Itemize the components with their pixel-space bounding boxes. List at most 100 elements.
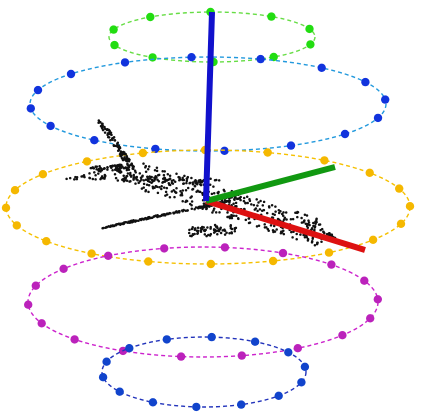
- fuselage-point: [189, 196, 192, 199]
- fuselage-point: [322, 230, 325, 233]
- fuselage-point: [129, 171, 132, 175]
- wing-point: [136, 178, 139, 182]
- tail-fin-point: [124, 152, 127, 156]
- fuselage-point: [223, 189, 226, 193]
- engine-point: [233, 226, 237, 230]
- y-axis: [205, 164, 336, 204]
- fuselage-point: [237, 217, 240, 221]
- wing-point: [94, 178, 97, 181]
- tail-fin-point: [119, 155, 123, 158]
- fuselage-point: [261, 204, 265, 207]
- fuselage-point: [168, 174, 172, 177]
- magenta-ring-viewpoint-dot: [24, 300, 33, 309]
- wing-point: [167, 182, 171, 185]
- green-ring-viewpoint-dot: [109, 25, 118, 34]
- yellow-ring-viewpoint-dot: [12, 221, 21, 230]
- fuselage-point: [163, 170, 166, 173]
- fuselage-point: [284, 211, 288, 214]
- wing-point: [150, 181, 153, 184]
- fuselage-point: [162, 173, 166, 177]
- fuselage-point: [210, 192, 214, 196]
- fuselage-point: [271, 212, 275, 216]
- stabilizer-point: [116, 168, 119, 172]
- wing-point: [194, 206, 198, 209]
- magenta-ring-viewpoint-dot: [220, 243, 230, 252]
- fuselage-point: [166, 172, 170, 176]
- fuselage-point: [132, 173, 136, 177]
- fuselage-point: [282, 218, 286, 221]
- fuselage-point: [269, 224, 273, 227]
- lower-blue-ring-viewpoint-dot: [115, 387, 124, 396]
- green-ring-viewpoint-dot: [146, 12, 155, 22]
- upper-blue-ring-viewpoint-dot: [187, 53, 196, 62]
- stabilizer-point: [111, 165, 114, 168]
- magenta-ring: [24, 243, 382, 361]
- yellow-ring-viewpoint-dot: [368, 235, 378, 244]
- fuselage-point: [318, 223, 322, 226]
- lower-blue-ring-viewpoint-dot: [250, 337, 260, 346]
- fuselage-point: [312, 221, 315, 225]
- wing-point: [163, 180, 167, 183]
- fuselage-point: [181, 178, 184, 182]
- tail-fin-point: [116, 141, 120, 145]
- fuselage-point: [315, 220, 318, 224]
- wing-point: [75, 177, 79, 181]
- engine-point: [213, 223, 217, 227]
- engine-point: [229, 226, 233, 230]
- fuselage-point: [300, 216, 303, 220]
- fuselage-point: [212, 191, 216, 195]
- wing-point: [68, 176, 72, 180]
- fuselage-point: [160, 185, 163, 188]
- wing-point: [130, 219, 133, 222]
- wing-point: [164, 178, 167, 181]
- wing-point: [114, 176, 118, 180]
- magenta-ring-viewpoint-dot: [237, 351, 246, 360]
- wing-point: [188, 181, 192, 185]
- magenta-ring-viewpoint-dot: [360, 276, 369, 285]
- tail-fin-point: [119, 151, 122, 155]
- fuselage-point: [302, 220, 306, 223]
- wing-point: [82, 174, 85, 178]
- fuselage-point: [156, 191, 160, 195]
- fuselage-point: [311, 237, 314, 240]
- fuselage-point: [173, 195, 176, 199]
- fuselage-point: [144, 164, 148, 168]
- fuselage-point: [170, 190, 174, 193]
- wing-point: [75, 175, 79, 179]
- wing-point: [177, 175, 180, 179]
- fuselage-point: [305, 235, 309, 239]
- stabilizer-point: [100, 168, 104, 172]
- stabilizer-point: [130, 162, 133, 165]
- tail-fin-point: [103, 127, 107, 131]
- yellow-ring-viewpoint-dot: [324, 248, 334, 257]
- wing-point: [150, 178, 154, 182]
- fuselage-point: [277, 208, 281, 212]
- engine-point: [193, 227, 197, 231]
- fuselage-point: [127, 168, 131, 171]
- fuselage-point: [245, 195, 249, 199]
- engine-point: [213, 230, 217, 234]
- wing-point: [146, 177, 150, 180]
- fuselage-point: [325, 232, 329, 236]
- fuselage-point: [272, 224, 276, 228]
- wing-point: [178, 210, 181, 213]
- fuselage-point: [234, 201, 238, 205]
- fuselage-point: [164, 190, 168, 194]
- fuselage-point: [153, 168, 157, 172]
- fuselage-point: [330, 233, 334, 236]
- fuselage-point: [327, 232, 331, 235]
- engine-point: [217, 229, 221, 233]
- wing-point: [173, 211, 176, 214]
- engine-point: [206, 226, 209, 229]
- wing-point: [181, 209, 184, 213]
- lower-blue-ring-viewpoint-dot: [237, 400, 246, 409]
- wing-point: [101, 176, 105, 180]
- fuselage-point: [179, 189, 182, 193]
- yellow-ring-viewpoint-dot: [405, 202, 415, 211]
- fuselage-point: [306, 222, 310, 226]
- fuselage-point: [282, 232, 286, 236]
- lower-blue-ring-viewpoint-dot: [162, 335, 171, 344]
- wing-point: [167, 212, 170, 216]
- wing-point: [175, 211, 179, 214]
- wing-point: [102, 226, 105, 230]
